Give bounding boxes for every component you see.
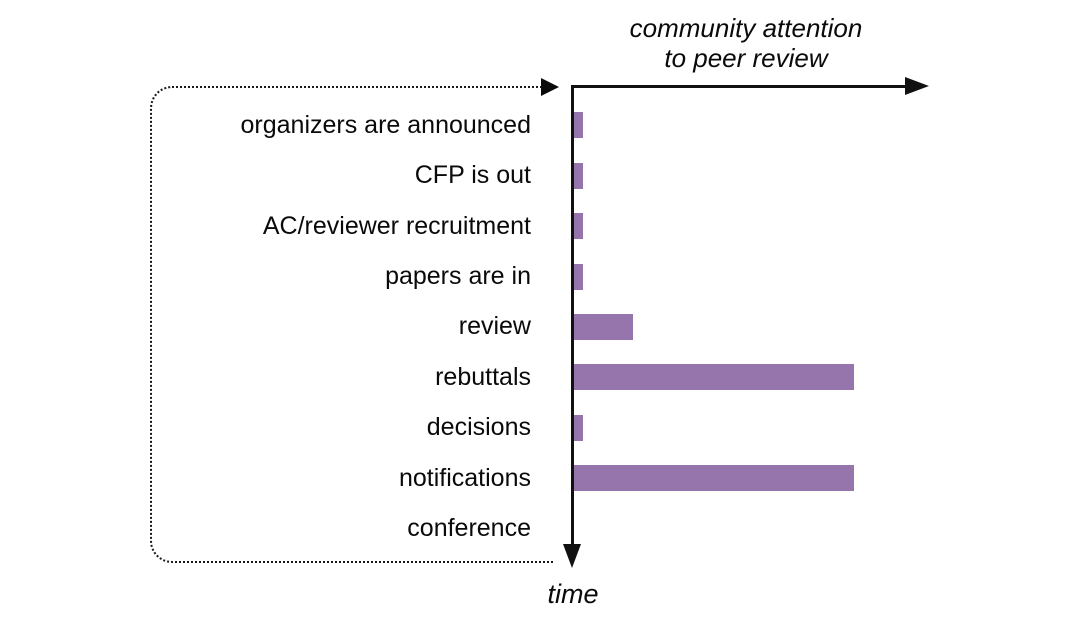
value-axis-title-line1: community attention (629, 13, 863, 43)
attention-axis (571, 85, 907, 88)
bar (574, 162, 583, 189)
category-label: organizers are announced (240, 110, 531, 139)
attention-axis-arrow-icon (905, 77, 929, 95)
bar-row (574, 453, 927, 503)
bar-row (574, 504, 927, 554)
time-axis (571, 85, 574, 547)
value-axis-title: community attention to peer review (578, 13, 914, 74)
bar-row (574, 302, 927, 352)
bar-row (574, 100, 927, 150)
bar (574, 112, 583, 139)
bar (574, 465, 854, 492)
bar-series (574, 100, 927, 554)
time-axis-label: time (547, 579, 599, 609)
category-label: AC/reviewer recruitment (262, 211, 531, 240)
bar-row (574, 150, 927, 200)
category-label: CFP is out (414, 161, 531, 190)
category-label: conference (407, 514, 531, 543)
bar-row (574, 403, 927, 453)
bar-row (574, 201, 927, 251)
category-label: decisions (426, 413, 531, 442)
bar (574, 313, 633, 340)
bar-row (574, 251, 927, 301)
category-label: notifications (398, 463, 531, 492)
category-label: papers are in (385, 262, 531, 291)
category-label: rebuttals (435, 362, 531, 391)
bar (574, 364, 854, 391)
timeline-arrow-icon (541, 78, 559, 96)
time-axis-arrow-icon (563, 544, 581, 568)
category-label: review (458, 312, 531, 341)
timeline-dotted-box (150, 86, 553, 563)
bar-row (574, 352, 927, 402)
bar (574, 213, 583, 240)
bar (574, 263, 583, 290)
bar (574, 414, 583, 441)
value-axis-title-line2: to peer review (664, 43, 828, 74)
